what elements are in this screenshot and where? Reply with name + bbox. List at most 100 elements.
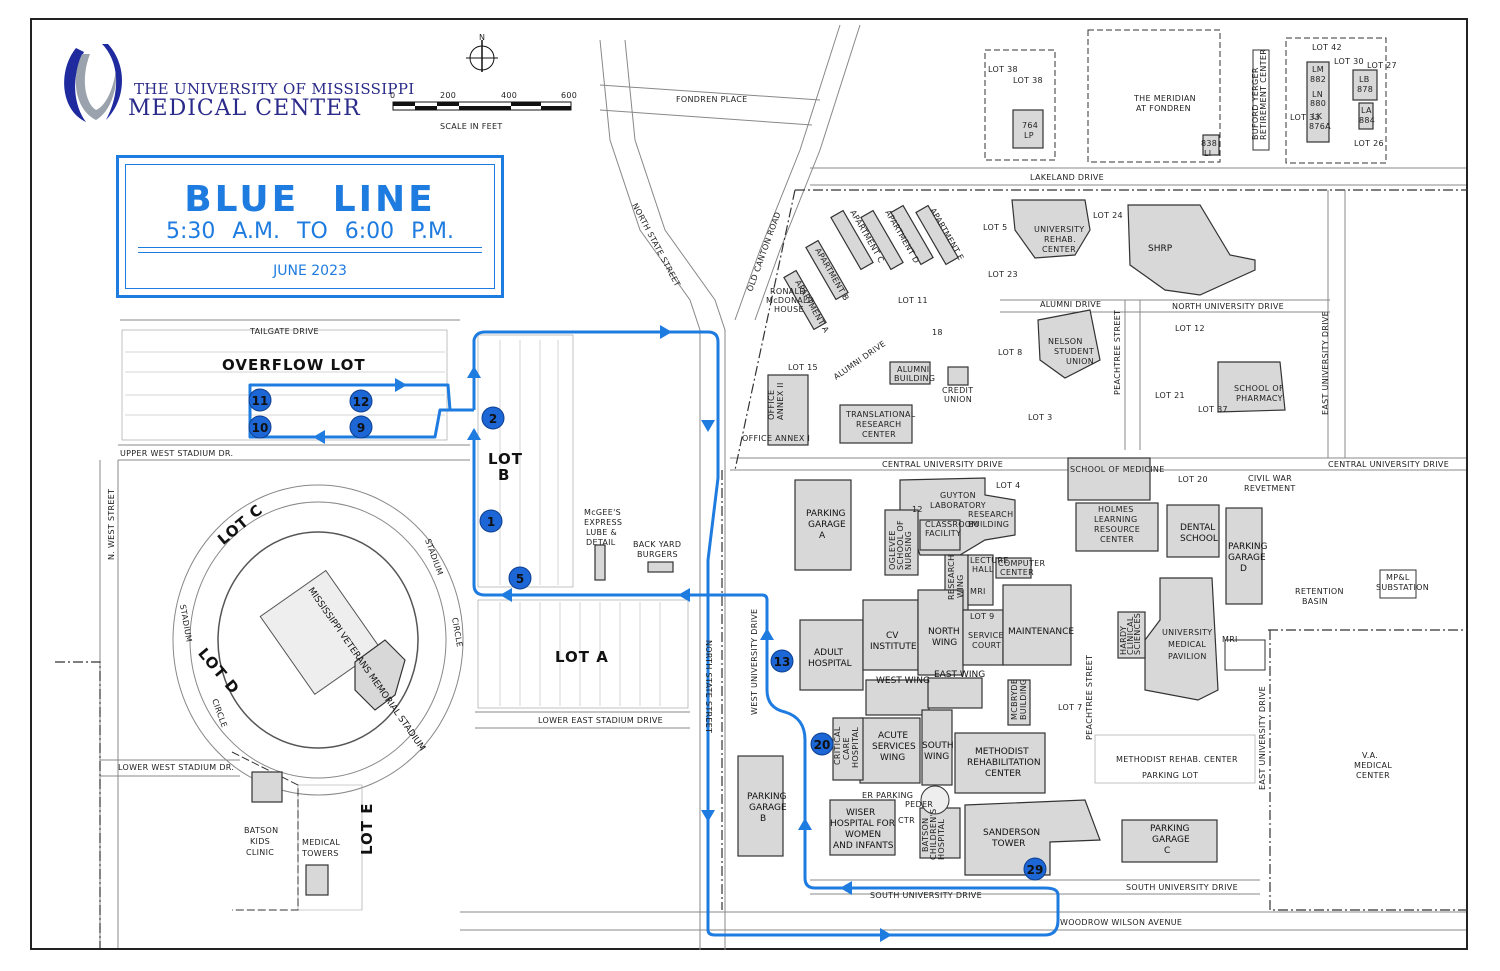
route-stop-29[interactable]: 29	[1023, 857, 1047, 881]
label-central-university-e: CENTRAL UNIVERSITY DRIVE	[1328, 460, 1449, 469]
label-alumni-drive-w: ALUMNI DRIVE	[832, 339, 887, 382]
label-north-state-main: NORTH STATE STREET	[704, 640, 713, 733]
label-trans-3: CENTER	[862, 430, 896, 439]
label-mcgees-1: McGEE'S	[584, 508, 621, 517]
label-overflow-lot: OVERFLOW LOT	[222, 356, 366, 374]
label-lb: LB	[1359, 75, 1370, 84]
route-stop-9[interactable]: 9	[349, 415, 373, 439]
label-circle-w: CIRCLE	[210, 698, 229, 729]
route-stop-1[interactable]: 1	[479, 509, 503, 533]
label-pharmacy-1: SCHOOL OF	[1234, 384, 1284, 393]
label-ln: LN	[1312, 90, 1323, 99]
label-acute-3: WING	[880, 753, 905, 763]
label-garage-a-3: A	[819, 531, 826, 541]
label-holmes-1: HOLMES	[1098, 505, 1134, 514]
svg-text:20: 20	[814, 738, 831, 752]
label-west-wing: WEST WING	[876, 676, 930, 686]
route-stop-11[interactable]: 11	[248, 388, 272, 412]
label-methodist-lot-2: PARKING LOT	[1142, 771, 1198, 780]
route-stop-10[interactable]: 10	[248, 415, 272, 439]
label-backyard-1: BACK YARD	[633, 540, 681, 549]
label-lot-5: LOT 5	[983, 223, 1008, 232]
label-north-wing-2: WING	[932, 638, 957, 648]
label-wiser-3: WOMEN	[845, 830, 881, 840]
label-lot-4: LOT 4	[996, 481, 1021, 490]
label-methodist-1: METHODIST	[975, 747, 1029, 757]
label-garage-b-2: GARAGE	[749, 803, 787, 813]
label-hardy-1: HARDY	[1119, 626, 1128, 655]
label-alumni-bldg-1: ALUMNI	[897, 365, 929, 374]
label-lp: LP	[1024, 131, 1034, 140]
label-lot-30: LOT 30	[1334, 57, 1364, 66]
label-oglevee-1: OGLEVEE	[888, 530, 897, 570]
buildings	[251, 29, 1417, 896]
label-methodist-lot-1: METHODIST REHAB. CENTER	[1116, 755, 1238, 764]
label-garage-b-3: B	[760, 814, 766, 824]
label-acute-1: ACUTE	[878, 731, 908, 741]
svg-text:2: 2	[489, 412, 497, 426]
label-lot-24: LOT 24	[1093, 211, 1123, 220]
parking-lot-b	[477, 334, 574, 588]
label-cv-2: INSTITUTE	[870, 642, 917, 652]
label-lot-8: LOT 8	[998, 348, 1023, 357]
label-medicine: SCHOOL OF MEDICINE	[1070, 465, 1165, 474]
label-880: 880	[1310, 99, 1326, 108]
label-east-university-s: EAST UNIVERSITY DRIVE	[1258, 686, 1267, 790]
label-garage-b-1: PARKING	[747, 792, 787, 802]
label-methodist-3: CENTER	[985, 769, 1021, 779]
label-critical-3: HOSPITAL	[851, 727, 860, 768]
label-nelson-2: STUDENT	[1054, 347, 1094, 356]
label-rehab-1: UNIVERSITY	[1034, 225, 1085, 234]
svg-text:5: 5	[516, 572, 524, 586]
label-east-wing: EAST WING	[934, 670, 985, 680]
label-wiser-4: AND INFANTS	[833, 841, 894, 851]
label-fondren-place: FONDREN PLACE	[676, 95, 748, 104]
label-lot-33: LOT 33	[1290, 113, 1320, 122]
north-arrow-icon: N	[466, 33, 498, 72]
label-oglevee-2: SCHOOL OF	[896, 520, 905, 570]
route-stop-2[interactable]: 2	[481, 406, 505, 430]
label-alumni-drive: ALUMNI DRIVE	[1040, 300, 1101, 309]
svg-text:12: 12	[353, 395, 370, 409]
label-hardy-2: CLINICAL	[1126, 616, 1135, 655]
label-dental-1: DENTAL	[1180, 523, 1215, 533]
label-sanderson-2: TOWER	[991, 839, 1025, 849]
label-lot-a: LOT A	[555, 648, 609, 666]
label-classroom-2: FACILITY	[925, 529, 961, 538]
label-holmes-3: RESOURCE	[1094, 525, 1140, 534]
route-date: JUNE 2023	[273, 263, 347, 279]
label-peder: PEDER	[905, 800, 933, 809]
label-batson-ch-3: HOSPITAL	[937, 819, 946, 860]
label-peachtree: PEACHTREE STREET	[1113, 310, 1122, 395]
label-lk: LK	[1312, 112, 1323, 121]
label-mcgees-4: DETAIL	[586, 538, 616, 547]
route-stop-20[interactable]: 20	[810, 732, 834, 756]
label-east-university: EAST UNIVERSITY DRIVE	[1321, 311, 1330, 415]
label-lecture-2: HALL	[972, 565, 994, 574]
label-garage-d-2: GARAGE	[1228, 553, 1266, 563]
label-838: 838	[1201, 139, 1217, 148]
label-backyard-2: BURGERS	[637, 550, 678, 559]
label-guyton-2: LABORATORY	[930, 501, 986, 510]
label-batson-2: KIDS	[250, 837, 270, 846]
label-rehab-2: REHAB.	[1044, 235, 1076, 244]
label-central-university: CENTRAL UNIVERSITY DRIVE	[882, 460, 1003, 469]
label-north-university: NORTH UNIVERSITY DRIVE	[1172, 302, 1284, 311]
label-guyton-1: GUYTON	[940, 491, 976, 500]
label-civil-war-2: REVETMENT	[1244, 484, 1296, 493]
label-buford-1: BUFORD YERGER	[1251, 67, 1260, 140]
scale-bar: 0 200 400 600 SCALE IN FEET	[390, 91, 577, 131]
label-lot-20: LOT 20	[1178, 475, 1208, 484]
route-stop-12[interactable]: 12	[349, 389, 373, 413]
label-lot-18: 18	[932, 328, 943, 337]
label-lot-21: LOT 21	[1155, 391, 1185, 400]
label-882: 882	[1310, 75, 1326, 84]
label-woodrow-wilson: WOODROW WILSON AVENUE	[1060, 918, 1182, 927]
label-upper-west-stadium: UPPER WEST STADIUM DR.	[120, 449, 233, 458]
label-stadium-w: STADIUM	[178, 604, 193, 643]
label-lecture-1: LECTURE	[970, 556, 1009, 565]
label-884: 884	[1359, 116, 1375, 125]
title-divider	[138, 247, 482, 253]
route-stop-5[interactable]: 5	[508, 566, 532, 590]
route-stop-13[interactable]: 13	[770, 649, 794, 673]
